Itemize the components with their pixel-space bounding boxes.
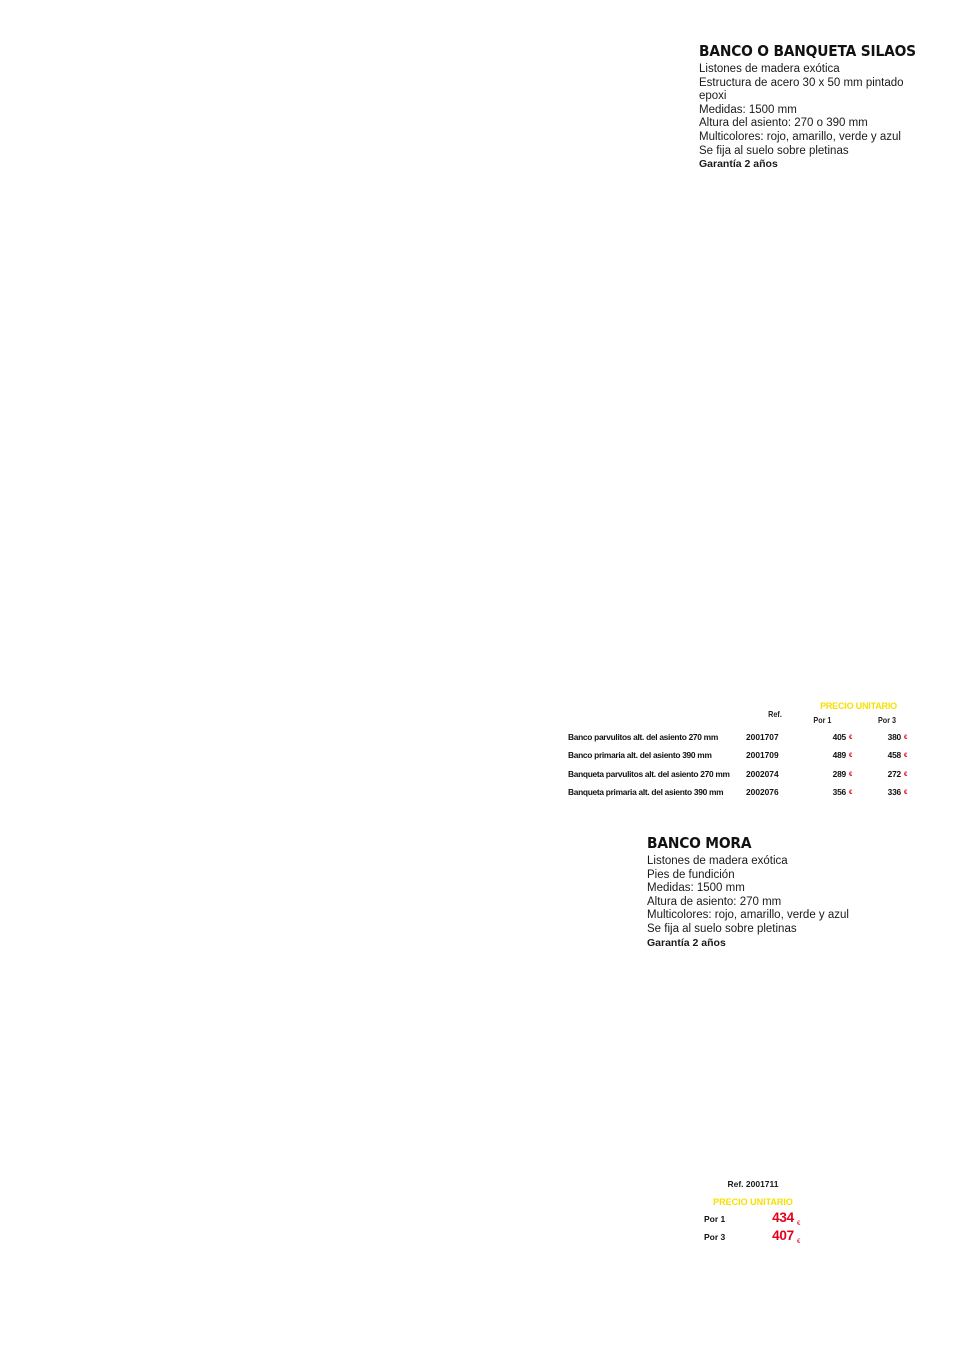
mora-desc-line: Multicolores: rojo, amarillo, verde y az… (647, 909, 849, 922)
mora-price-row: Por 3 407 € (704, 1227, 814, 1245)
row-description: Banco parvulitos alt. del asiento 270 mm (568, 732, 718, 743)
table-row: Banco primaria alt. del asiento 390 mm 2… (568, 746, 913, 764)
mora-price: 407 (772, 1228, 794, 1243)
silaos-description: Listones de madera exótica Estructura de… (699, 63, 914, 172)
table-row: Banqueta primaria alt. del asiento 390 m… (568, 783, 913, 801)
euro-symbol: € (904, 735, 908, 742)
row-ref: 2002076 (746, 787, 779, 798)
silaos-title: BANCO O BANQUETA SILAOS (699, 42, 916, 60)
row-ref: 2002074 (746, 768, 779, 779)
qty1-header: Por 1 (813, 715, 832, 725)
price-por-3: 380 (887, 732, 902, 743)
price-por-3: 272 (887, 768, 902, 779)
silaos-desc-line: Multicolores: rojo, amarillo, verde y az… (699, 130, 901, 143)
mora-price: 434 (772, 1210, 794, 1225)
unit-price-caption: PRECIO UNITARIO (820, 701, 897, 711)
mora-ref: Ref. 2001711 (727, 1179, 779, 1189)
row-description: Banco primaria alt. del asiento 390 mm (568, 750, 712, 761)
price-por-1: 356 (832, 787, 847, 798)
mora-price-row: Por 1 434 € (704, 1209, 814, 1227)
silaos-desc-line: Se fija al suelo sobre pletinas (699, 144, 849, 157)
price-por-1: 289 (832, 768, 847, 779)
mora-description: Listones de madera exótica Pies de fundi… (647, 855, 907, 950)
euro-symbol: € (849, 735, 853, 742)
row-description: Banqueta primaria alt. del asiento 390 m… (568, 787, 724, 798)
ref-header: Ref. (768, 709, 782, 719)
euro-symbol: € (849, 771, 853, 778)
price-por-1: 489 (832, 750, 847, 761)
table-row: Banqueta parvulitos alt. del asiento 270… (568, 765, 913, 783)
silaos-price-table: Ref. PRECIO UNITARIO Por 1 Por 3 Banco p… (568, 700, 913, 801)
price-por-3: 458 (887, 750, 902, 761)
silaos-warranty: Garantía 2 años (699, 158, 778, 171)
mora-qty: Por 1 (704, 1214, 726, 1224)
qty3-header: Por 3 (877, 715, 897, 725)
mora-qty: Por 3 (704, 1232, 726, 1242)
row-ref: 2001709 (746, 750, 779, 761)
mora-desc-line: Medidas: 1500 mm (647, 882, 745, 895)
mora-desc-line: Listones de madera exótica (647, 855, 788, 867)
row-description: Banqueta parvulitos alt. del asiento 270… (568, 768, 730, 779)
euro-symbol: € (797, 1221, 801, 1227)
silaos-desc-line: Altura del asiento: 270 o 390 mm (699, 117, 868, 130)
silaos-product: BANCO O BANQUETA SILAOS Listones de made… (699, 42, 916, 172)
euro-symbol: € (797, 1239, 801, 1245)
mora-unit-price-caption: PRECIO UNITARIO (713, 1197, 793, 1207)
price-por-1: 405 (832, 732, 847, 743)
euro-symbol: € (849, 753, 853, 760)
mora-desc-line: Altura de asiento: 270 mm (647, 895, 782, 908)
mora-title: BANCO MORA (647, 834, 752, 852)
table-row: Banco parvulitos alt. del asiento 270 mm… (568, 728, 913, 746)
row-ref: 2001707 (746, 732, 779, 743)
mora-product: BANCO MORA Listones de madera exótica Pi… (647, 834, 907, 950)
euro-symbol: € (904, 790, 908, 797)
mora-desc-line: Pies de fundición (647, 868, 735, 881)
silaos-desc-line: Medidas: 1500 mm (699, 103, 797, 116)
mora-price-block: Ref. 2001711 PRECIO UNITARIO Por 1 434 €… (704, 1178, 814, 1245)
price-por-3: 336 (887, 787, 902, 798)
silaos-desc-line: Listones de madera exótica (699, 63, 840, 75)
euro-symbol: € (849, 790, 853, 797)
euro-symbol: € (904, 753, 908, 760)
mora-desc-line: Se fija al suelo sobre pletinas (647, 922, 797, 935)
mora-warranty: Garantía 2 años (647, 936, 726, 949)
euro-symbol: € (904, 771, 908, 778)
silaos-desc-line: Estructura de acero 30 x 50 mm pintado e… (699, 76, 904, 103)
